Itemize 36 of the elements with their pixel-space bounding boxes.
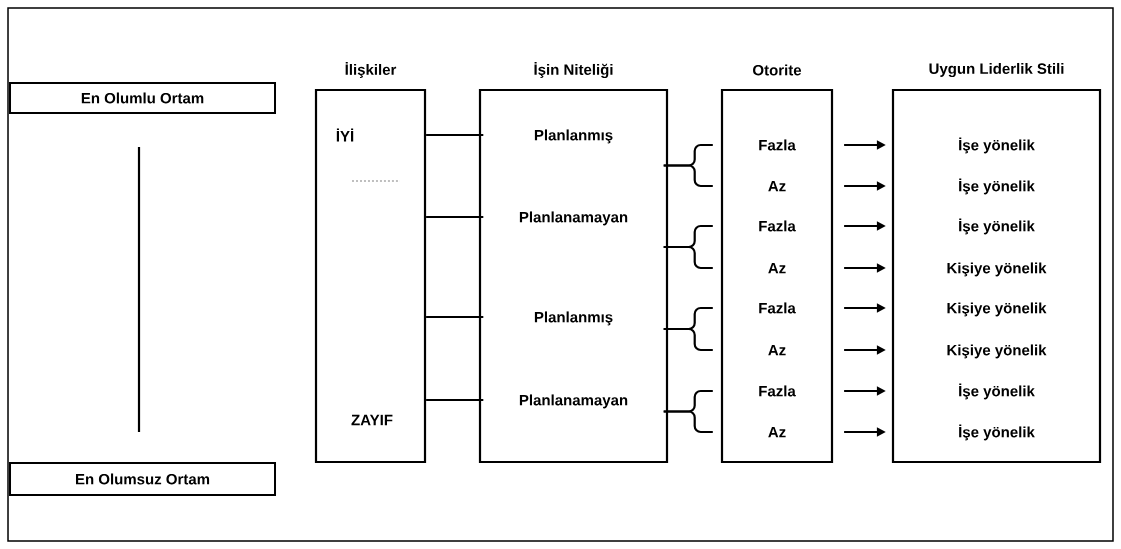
category-label: İşe yönelik — [959, 218, 1035, 235]
category-label: Planlanmış — [534, 311, 613, 326]
connector-line — [426, 398, 484, 402]
column-heading: Uygun Liderlik Stili — [929, 62, 1064, 77]
category-label: Kişiye yönelik — [947, 262, 1047, 277]
category-label: Kişiye yönelik — [947, 302, 1047, 317]
category-label: Fazla — [759, 385, 796, 397]
category-label: Fazla — [759, 220, 796, 232]
category-label: Az — [768, 345, 786, 356]
category-label: Kişiye yönelik — [947, 344, 1047, 359]
brace — [663, 327, 713, 352]
category-label: İşe yönelik — [959, 383, 1035, 400]
category-label: İşe yönelik — [959, 178, 1035, 195]
category-label: Planlanamayan — [519, 394, 628, 409]
connector-line — [426, 315, 484, 319]
category-label: Fazla — [759, 302, 796, 314]
column-heading: İlişkiler — [345, 62, 397, 78]
category-label: Planlanamayan — [519, 211, 628, 226]
category-label: Planlanmış — [534, 129, 613, 144]
column-heading: Otorite — [753, 64, 802, 76]
category-label: Az — [768, 427, 786, 438]
connector-line — [426, 215, 484, 219]
category-label: ZAYIF — [351, 414, 393, 426]
category-label: İşe yönelik — [959, 137, 1035, 154]
environment-box: En Olumlu Ortam — [9, 82, 276, 114]
environment-box: En Olumsuz Ortam — [9, 462, 276, 496]
category-label: Az — [768, 263, 786, 274]
category-label: Fazla — [759, 139, 796, 151]
brace — [663, 164, 713, 188]
category-label: İYİ — [336, 128, 354, 142]
connector-line — [426, 133, 484, 137]
column-heading: İşin Niteliği — [534, 61, 613, 78]
brace — [663, 410, 713, 434]
category-label: İşe yönelik — [959, 424, 1035, 441]
brace — [663, 245, 713, 270]
category-label: Az — [768, 181, 786, 192]
